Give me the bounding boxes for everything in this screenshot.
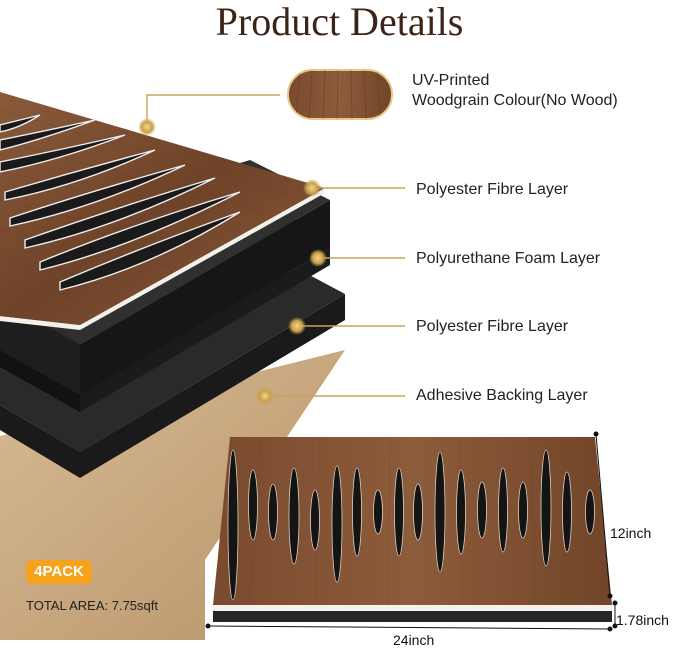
- total-area-text: TOTAL AREA: 7.75sqft: [26, 598, 158, 613]
- layer-label-polyester-bottom: Polyester Fibre Layer: [416, 318, 569, 335]
- callout-lines: [146, 94, 405, 397]
- swatch-label-line2: Woodgrain Colour(No Wood): [412, 92, 618, 109]
- swatch-label-line1: UV-Printed: [412, 72, 490, 89]
- layer-label-foam: Polyurethane Foam Layer: [416, 250, 601, 267]
- layer-label-adhesive: Adhesive Backing Layer: [416, 387, 588, 404]
- swatch-label: UV-Printed Woodgrain Colour(No Wood): [412, 71, 618, 111]
- woodgrain-top-panel: [0, 92, 325, 330]
- woodgrain-swatch: [287, 69, 393, 120]
- dimension-thickness: 1.78inch: [616, 612, 669, 628]
- panel-slots: [0, 114, 241, 291]
- pack-badge: 4PACK: [26, 560, 92, 584]
- callout-dots: [138, 118, 327, 405]
- dimension-lines: [205, 431, 618, 632]
- page-title: Product Details: [215, 0, 464, 44]
- layer-label-polyester-top: Polyester Fibre Layer: [416, 181, 569, 198]
- panel-front-view: [213, 436, 612, 622]
- dimension-length: 24inch: [393, 632, 435, 648]
- dimension-width: 12inch: [610, 525, 652, 541]
- front-slots: [227, 449, 595, 601]
